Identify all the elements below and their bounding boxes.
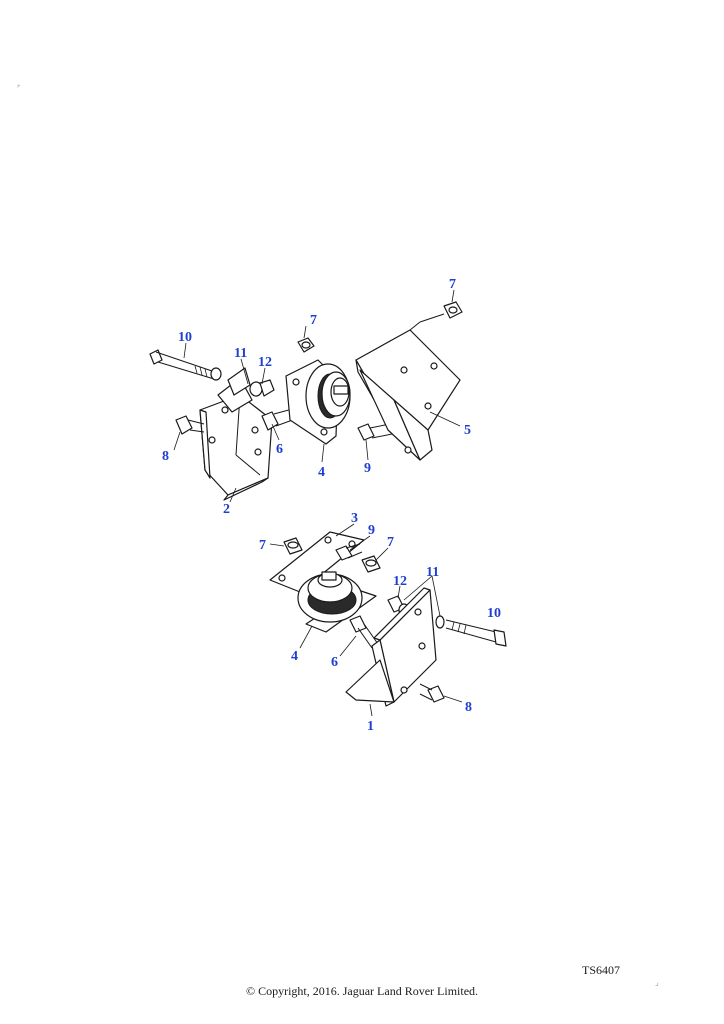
callout-6-lower: 6 (331, 655, 338, 670)
callout-11-upper: 11 (234, 346, 247, 361)
long-bolt-upper (149, 349, 215, 380)
bracket-2 (199, 367, 273, 501)
copyright-notice: © Copyright, 2016. Jaguar Land Rover Lim… (245, 984, 479, 998)
callout-1: 1 (367, 719, 374, 734)
callout-12-lower: 12 (393, 574, 407, 589)
corner-mark-bottom-right: ⌟ (655, 978, 659, 987)
callout-11-lower: 11 (426, 565, 439, 580)
callout-7-lower-right: 7 (387, 535, 394, 550)
bracket-1 (345, 587, 437, 707)
callout-6-upper: 6 (276, 442, 283, 457)
nut-7-lower-left (283, 537, 303, 555)
corner-mark-top-left: ⌜ (17, 84, 21, 93)
callout-12-upper: 12 (258, 355, 272, 370)
nut-7-lower-right (361, 555, 381, 573)
callout-9-lower: 9 (368, 523, 375, 538)
callout-9-upper: 9 (364, 461, 371, 476)
callout-7-lower-left: 7 (259, 538, 266, 553)
figure-reference: TS6407 (581, 963, 620, 977)
bracket-5 (355, 313, 461, 461)
rubber-mount-lower (297, 571, 377, 633)
washer-upper (210, 367, 222, 381)
callout-4-lower: 4 (291, 649, 298, 664)
bolt-6-lower (349, 615, 379, 649)
callout-4-upper: 4 (318, 465, 325, 480)
callout-8-lower: 8 (465, 700, 472, 715)
callout-5: 5 (464, 423, 471, 438)
callout-8-upper: 8 (162, 449, 169, 464)
nut-upper (249, 379, 275, 397)
rubber-mount-upper (285, 359, 351, 445)
bolt-9-lower (335, 543, 363, 561)
callout-7-upper-mid: 7 (310, 313, 317, 328)
bolt-8-lower (419, 683, 445, 703)
bolt-8-upper (175, 415, 205, 435)
bolt-9-upper (357, 423, 393, 441)
callout-10-lower: 10 (487, 606, 501, 621)
washer-lower (435, 615, 445, 629)
callout-3: 3 (351, 511, 358, 526)
callout-2: 2 (223, 502, 230, 517)
callout-10-upper: 10 (178, 330, 192, 345)
callout-7-top: 7 (449, 277, 456, 292)
nut-7-upper-mid (297, 337, 315, 353)
long-bolt-lower (445, 619, 507, 647)
nut-7-top (443, 301, 463, 319)
